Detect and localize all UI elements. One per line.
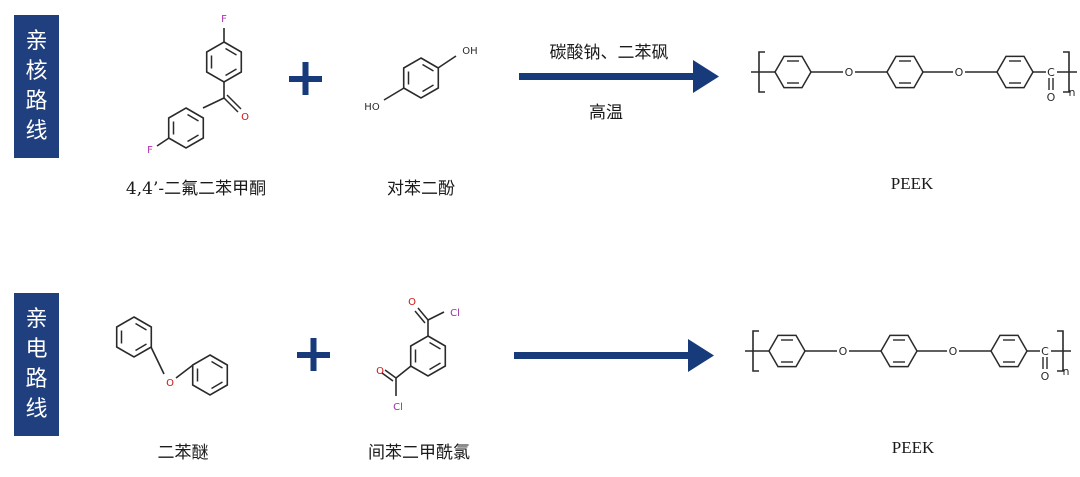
route-title-char: 路 [25,88,48,114]
hydroxyl-label: HO [364,102,380,113]
route-title-char: 线 [25,118,48,144]
reactant-name: 对苯二酚 [387,179,455,199]
plus-sign [297,338,330,371]
molecule-isophthaloyl-chloride: Cl O O Cl [376,297,460,413]
hydroxyl-label: OH [462,46,477,57]
oxygen-label: O [408,297,416,308]
molecule-peek: n [745,331,1071,383]
oxygen-label: O [166,378,174,389]
route-title-char: 路 [25,366,48,392]
repeat-subscript: n [1063,365,1070,378]
reaction-arrow [519,60,719,93]
route-title-char: 核 [25,58,48,84]
reactant-name: 4,4’-二氟二苯甲酮 [125,179,267,199]
route-title-electrophilic: 亲 电 路 线 [14,293,59,436]
route-title-char: 亲 [25,28,48,54]
chlorine-label: Cl [393,402,403,413]
molecule-difluorobenzophenone: F O F [147,14,249,156]
product-name: PEEK [890,174,934,193]
reactant-name: 间苯二甲酰氯 [368,443,470,463]
fluorine-label: F [221,14,227,25]
route-title-char: 线 [25,396,48,422]
reaction-arrow [514,339,714,372]
reactant-name: 二苯醚 [157,443,209,463]
route-title-char: 亲 [25,306,48,332]
molecule-hydroquinone: OH HO [364,46,477,113]
reaction-conditions: 高温 [589,103,623,123]
route-title-nucleophilic: 亲 核 路 线 [14,15,59,158]
route-title-char: 电 [25,336,48,362]
plus-sign [289,62,322,95]
molecule-diphenyl-ether: O [115,316,229,396]
reaction-conditions: 碳酸钠、二苯砜 [549,43,669,63]
fluorine-label: F [147,145,153,156]
molecule-peek: n [751,52,1077,104]
repeat-subscript: n [1069,86,1076,99]
product-name: PEEK [891,438,935,457]
oxygen-label: O [376,366,384,377]
oxygen-label: O [241,112,249,123]
chlorine-label: Cl [450,308,460,319]
